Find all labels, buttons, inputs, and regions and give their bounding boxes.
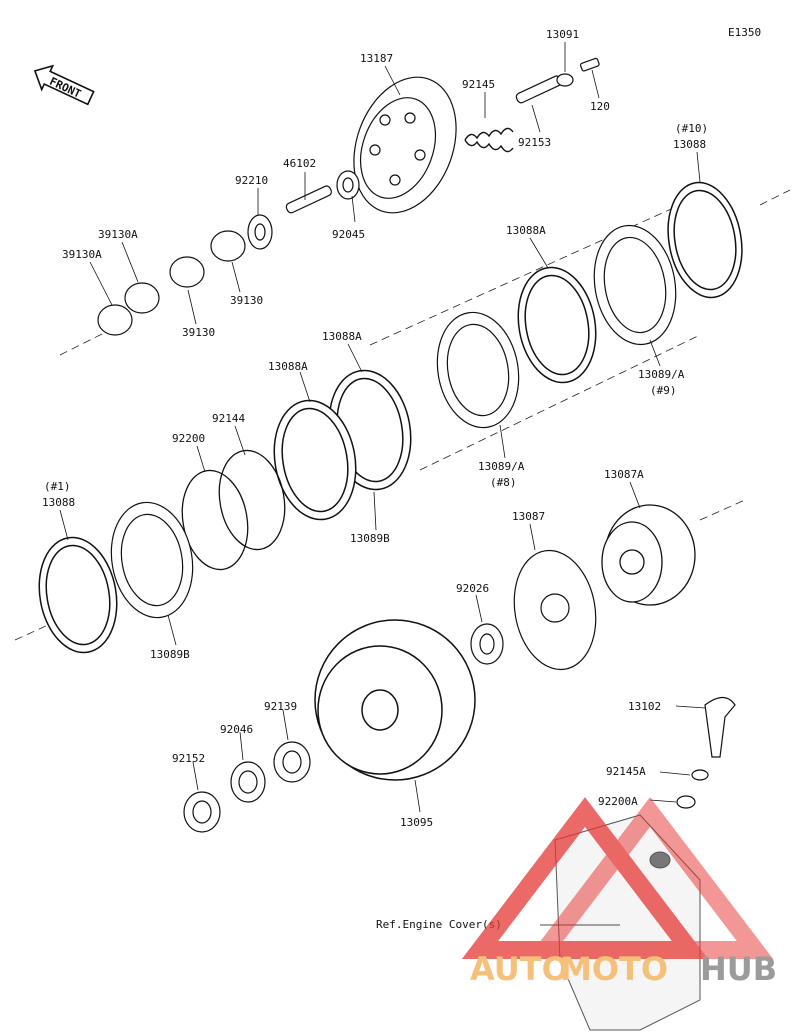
washer-92026 [470, 623, 504, 665]
lock-plates-39130 [97, 230, 246, 336]
part-label-p92026: 92026 [456, 582, 489, 595]
clutch-hub-13087A [601, 504, 696, 606]
part-label-p13087: 13087 [512, 510, 545, 523]
part-label-p92145: 92145 [462, 78, 495, 91]
part-label-p13089A_8: 13089/A [478, 460, 525, 473]
watermark-text-1: AUTO [470, 950, 569, 988]
pusher-46102 [285, 185, 333, 214]
part-label-p39130A_a: 39130A [98, 228, 138, 241]
part-label-p92144: 92144 [212, 412, 245, 425]
watermark-text-3: HUB [700, 950, 777, 988]
part-label-p13087A: 13087A [604, 468, 644, 481]
part-label-p13088A_m: 13088A [322, 330, 362, 343]
part-label-p13102: 13102 [628, 700, 661, 713]
part-label-p13089B_m: 13089B [350, 532, 390, 545]
needle-bearing-92046 [230, 761, 266, 803]
engine-cover-ref-label: Ref.Engine Cover(s) [376, 918, 502, 931]
clutch-housing-13095 [314, 619, 476, 781]
part-label-p92139: 92139 [264, 700, 297, 713]
part-label-p92200A: 92200A [598, 795, 638, 808]
watermark-brand-text: AUTO MOTO HUB [470, 950, 777, 988]
part-label-p13095: 13095 [400, 816, 433, 829]
leader-lines [59, 42, 706, 926]
part-label-p92153: 92153 [518, 136, 551, 149]
part-label-p92210: 92210 [235, 174, 268, 187]
part-label-p13088_1: 13088 [42, 496, 75, 509]
part-label-p13089A_9_tag: (#9) [650, 384, 677, 397]
watermark-text-2: MOTO [560, 950, 668, 988]
friction-plate-13088A-r [517, 266, 597, 384]
hub-plate-13087 [513, 549, 597, 671]
washer-92210 [247, 214, 273, 250]
part-label-p92152: 92152 [172, 752, 205, 765]
diagram-code: E1350 [728, 26, 761, 39]
part-label-p39130A_b: 39130A [62, 248, 102, 261]
bushing-92139 [273, 741, 311, 783]
bearing-92045 [336, 170, 360, 200]
steel-plate-13089B-l [110, 501, 194, 619]
part-label-p13088A_r: 13088A [506, 224, 546, 237]
part-label-p13091: 13091 [546, 28, 579, 41]
friction-plate-13088A-l [273, 399, 357, 521]
lever-13102 [704, 696, 736, 758]
oring-92200A [676, 795, 696, 809]
part-label-p92045: 92045 [332, 228, 365, 241]
part-label-p39130_a: 39130 [230, 294, 263, 307]
steel-plate-13089A-9 [593, 224, 677, 346]
part-label-p13088_1_tag: (#1) [44, 480, 71, 493]
part-label-p39130_b: 39130 [182, 326, 215, 339]
part-label-p92145A: 92145A [606, 765, 646, 778]
rod-92153 [515, 75, 563, 104]
friction-plate-13088-10 [667, 181, 743, 299]
friction-plate-13088-1 [38, 536, 118, 654]
nut-13091 [556, 73, 574, 87]
part-label-p120: 120 [590, 100, 610, 113]
spring-92145 [464, 127, 514, 153]
sleeve-92152 [183, 791, 221, 833]
part-label-p92046: 92046 [220, 723, 253, 736]
alignment-lines [14, 189, 791, 641]
part-labels: 13091 120 13187 92145 92153 46102 92210 92045 39… [42, 28, 708, 829]
watermark-logo [461, 797, 774, 959]
part-label-p13089B_l: 13089B [150, 648, 190, 661]
bolt-120 [579, 57, 600, 72]
part-label-p13089A_8_tag: (#8) [490, 476, 517, 489]
part-label-p13088_10: 13088 [673, 138, 706, 151]
steel-plate-13089A-8 [436, 311, 520, 429]
pressure-plate-13187 [353, 76, 457, 214]
part-label-p13088_10_tag: (#10) [675, 122, 708, 135]
part-label-p46102: 46102 [283, 157, 316, 170]
part-label-p13089A_9: 13089/A [638, 368, 685, 381]
part-label-p92200: 92200 [172, 432, 205, 445]
part-label-p13088A_l: 13088A [268, 360, 308, 373]
spring-92145A [691, 769, 709, 781]
part-label-p13187: 13187 [360, 52, 393, 65]
front-arrow-icon: FRONT [33, 64, 95, 106]
